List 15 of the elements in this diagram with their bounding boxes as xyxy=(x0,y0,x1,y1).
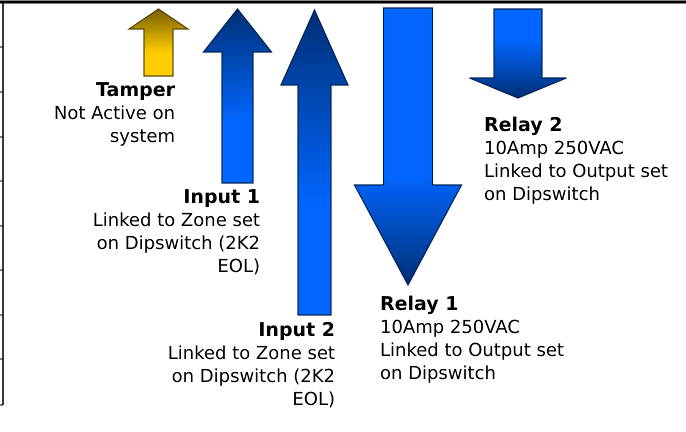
description-text: 10Amp 250VAC Linked to Output set on Dipswitch xyxy=(380,316,565,385)
description-text: 10Amp 250VAC Linked to Output set on Dipswitch xyxy=(484,137,669,206)
description-text: Not Active on system xyxy=(52,102,175,148)
description-text: Linked to Zone set on Dipswitch (2K2 EOL) xyxy=(92,209,260,278)
heading-label: Input 2 xyxy=(257,318,335,342)
block-arrow xyxy=(202,8,273,184)
heading-label: Tamper xyxy=(95,78,175,102)
heading-label: Relay 2 xyxy=(484,113,564,137)
block-arrow xyxy=(354,7,462,286)
description-text: Linked to Zone set on Dipswitch (2K2 EOL) xyxy=(166,342,335,411)
block-arrow xyxy=(127,8,190,77)
heading-label: Input 1 xyxy=(182,185,260,209)
block-arrow xyxy=(280,8,349,316)
heading-label: Relay 1 xyxy=(380,292,460,316)
block-arrow xyxy=(468,8,568,99)
